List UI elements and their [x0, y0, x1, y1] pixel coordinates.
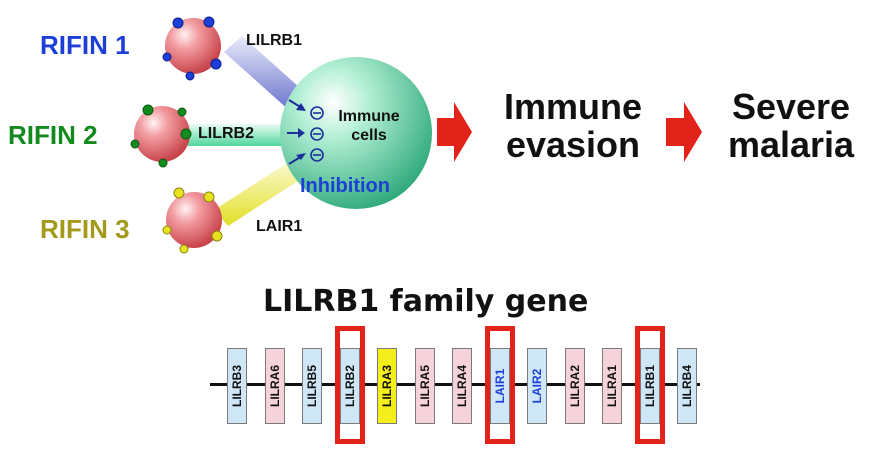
outcome-immune-evasion: Immune evasion [478, 88, 668, 164]
gene-label: LILRA5 [418, 365, 432, 407]
rifin-3-parasite [162, 187, 223, 254]
immune-cell-label: Immune cells [324, 107, 414, 145]
gene-box-lilrb1: LILRB1 [640, 348, 660, 424]
rifin-2-parasite [130, 104, 192, 168]
lair1-receptor-stalk [214, 156, 312, 226]
gene-box-lair1: LAIR1 [490, 348, 510, 424]
gene-label: LILRA1 [605, 365, 619, 407]
highlight-box-lilrb2 [335, 326, 365, 444]
rifin-1-label: RIFIN 1 [40, 30, 130, 60]
gene-box-lilra3: LILRA3 [377, 348, 397, 424]
receptor-interaction-diagram [130, 16, 702, 254]
gene-label: LILRA4 [455, 365, 469, 407]
gene-box-lilra2: LILRA2 [565, 348, 585, 424]
immune-cell-label-line2: cells [351, 127, 387, 144]
outcome-immune-evasion-line2: evasion [505, 124, 641, 165]
gene-box-lilra6: LILRA6 [265, 348, 285, 424]
gene-label: LILRA2 [568, 365, 582, 407]
lilrb2-receptor-stalk [188, 124, 294, 146]
gene-label: LILRA6 [268, 365, 282, 407]
outcome-severe-malaria-line2: malaria [727, 124, 855, 165]
gene-box-lilrb4: LILRB4 [677, 348, 697, 424]
outcome-severe-malaria-line1: Severe [731, 86, 851, 127]
lair1-receptor-label: LAIR1 [256, 218, 303, 235]
inhibition-symbols [310, 106, 324, 162]
gene-box-lilrb2: LILRB2 [340, 348, 360, 424]
immune-cell [280, 57, 432, 209]
gene-label: LAIR2 [530, 368, 544, 404]
lilrb2-receptor-label: LILRB2 [198, 125, 254, 142]
gene-label: LILRB5 [305, 365, 319, 407]
highlight-box-lair1 [485, 326, 515, 444]
rifin-3-label: RIFIN 3 [40, 214, 130, 244]
gene-box-lilra1: LILRA1 [602, 348, 622, 424]
rifin-2-label: RIFIN 2 [8, 120, 98, 150]
gene-box-lilra4: LILRA4 [452, 348, 472, 424]
gene-label: LILRB4 [680, 365, 694, 407]
gene-box-lilrb5: LILRB5 [302, 348, 322, 424]
gene-box-lilra5: LILRA5 [415, 348, 435, 424]
gene-label: LILRA3 [380, 365, 394, 407]
outcome-immune-evasion-line1: Immune [503, 86, 643, 127]
gene-box-lilrb3: LILRB3 [227, 348, 247, 424]
inhibition-label: Inhibition [300, 175, 390, 197]
outcome-severe-malaria: Severe malaria [706, 88, 876, 164]
arrow-to-severe-malaria [666, 102, 702, 162]
lilrb1-receptor-label: LILRB1 [246, 32, 302, 49]
gene-label: LILRB3 [230, 365, 244, 407]
highlight-box-lilrb1 [635, 326, 665, 444]
gene-family-title: LILRB1 family gene [263, 284, 589, 319]
gene-box-lair2: LAIR2 [527, 348, 547, 424]
rifin-1-parasite [162, 16, 222, 81]
arrow-to-immune-evasion [437, 102, 472, 162]
immune-cell-label-line1: Immune [338, 108, 400, 125]
inhibition-arrows [287, 99, 306, 165]
